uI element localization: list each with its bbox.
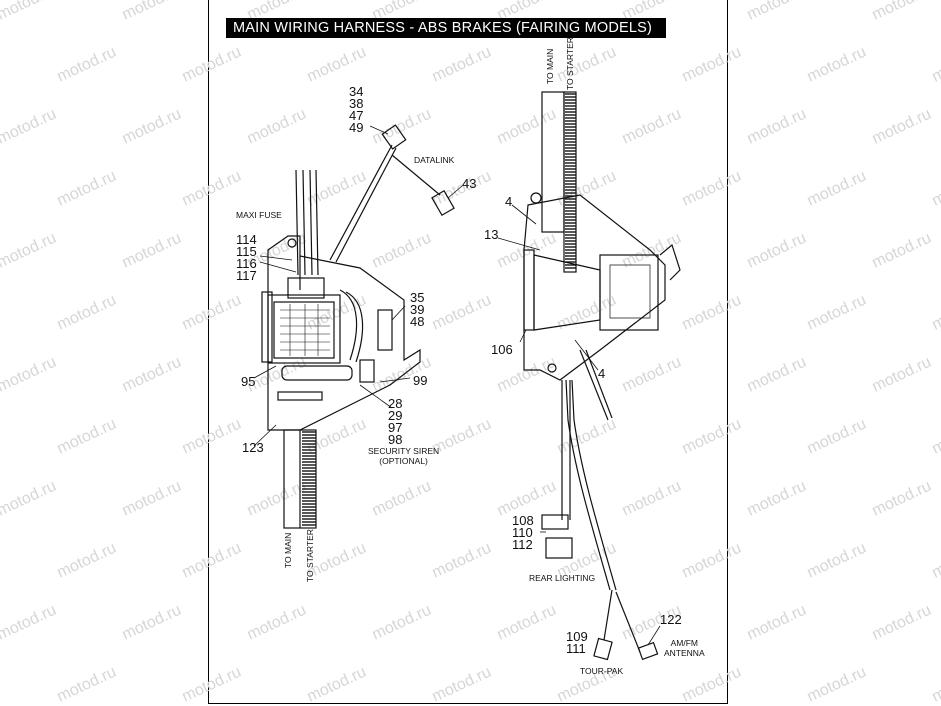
callout-38: 38	[349, 96, 364, 111]
tour-pak-label: TOUR-PAK	[580, 666, 624, 676]
datalink-label: DATALINK	[414, 155, 455, 165]
callout-29: 29	[388, 408, 403, 423]
callout-116: 116	[236, 256, 257, 271]
callout-group-108: 108 110 112	[512, 513, 534, 552]
security-siren-text: SECURITY SIREN	[368, 446, 440, 456]
callout-13: 13	[484, 227, 499, 242]
callout-123: 123	[242, 440, 264, 455]
callout-35: 35	[410, 290, 425, 305]
security-siren-label: SECURITY SIREN (OPTIONAL)	[368, 446, 439, 466]
callout-109: 109	[566, 629, 588, 644]
callout-group-109: 109 111	[566, 629, 588, 656]
rear-lighting-label: REAR LIGHTING	[529, 573, 596, 583]
callout-28: 28	[388, 396, 403, 411]
callout-97: 97	[388, 420, 403, 435]
callout-34: 34	[349, 84, 364, 99]
callout-110: 110	[512, 525, 533, 540]
callout-4-lower: 4	[598, 366, 606, 381]
callout-49: 49	[349, 120, 364, 135]
callout-group-114: 114 115 116 117	[236, 232, 257, 283]
callout-95: 95	[241, 374, 256, 389]
am-fm-antenna-label: AM/FM ANTENNA	[664, 638, 705, 658]
callout-48: 48	[410, 314, 425, 329]
to-starter-right-label: TO STARTER	[565, 37, 575, 90]
callout-98: 98	[388, 432, 403, 447]
callout-group-34: 34 38 47 49	[349, 84, 364, 135]
callout-group-35: 35 39 48	[410, 290, 425, 329]
callout-39: 39	[410, 302, 425, 317]
maxi-fuse-label: MAXI FUSE	[236, 210, 282, 220]
diagram-frame	[208, 0, 728, 704]
callout-47: 47	[349, 108, 364, 123]
to-main-right-label: TO MAIN	[545, 48, 555, 84]
callout-group-28: 28 29 97 98	[388, 396, 403, 447]
to-main-left-label: TO MAIN	[283, 532, 293, 568]
antenna-text: ANTENNA	[664, 648, 705, 658]
callout-122: 122	[660, 612, 682, 627]
callout-111: 111	[566, 641, 586, 656]
to-starter-left-label: TO STARTER	[305, 529, 315, 582]
callout-43: 43	[462, 176, 477, 191]
am-fm-text: AM/FM	[670, 638, 698, 648]
optional-text: (OPTIONAL)	[379, 456, 428, 466]
callout-106: 106	[491, 342, 513, 357]
callout-99: 99	[413, 373, 428, 388]
callout-114: 114	[236, 232, 257, 247]
callout-108: 108	[512, 513, 534, 528]
callout-115: 115	[236, 244, 257, 259]
diagram-title: MAIN WIRING HARNESS - ABS BRAKES (FAIRIN…	[226, 18, 666, 38]
callout-112: 112	[512, 537, 533, 552]
callout-117: 117	[236, 268, 257, 283]
callout-4-upper: 4	[505, 194, 513, 209]
